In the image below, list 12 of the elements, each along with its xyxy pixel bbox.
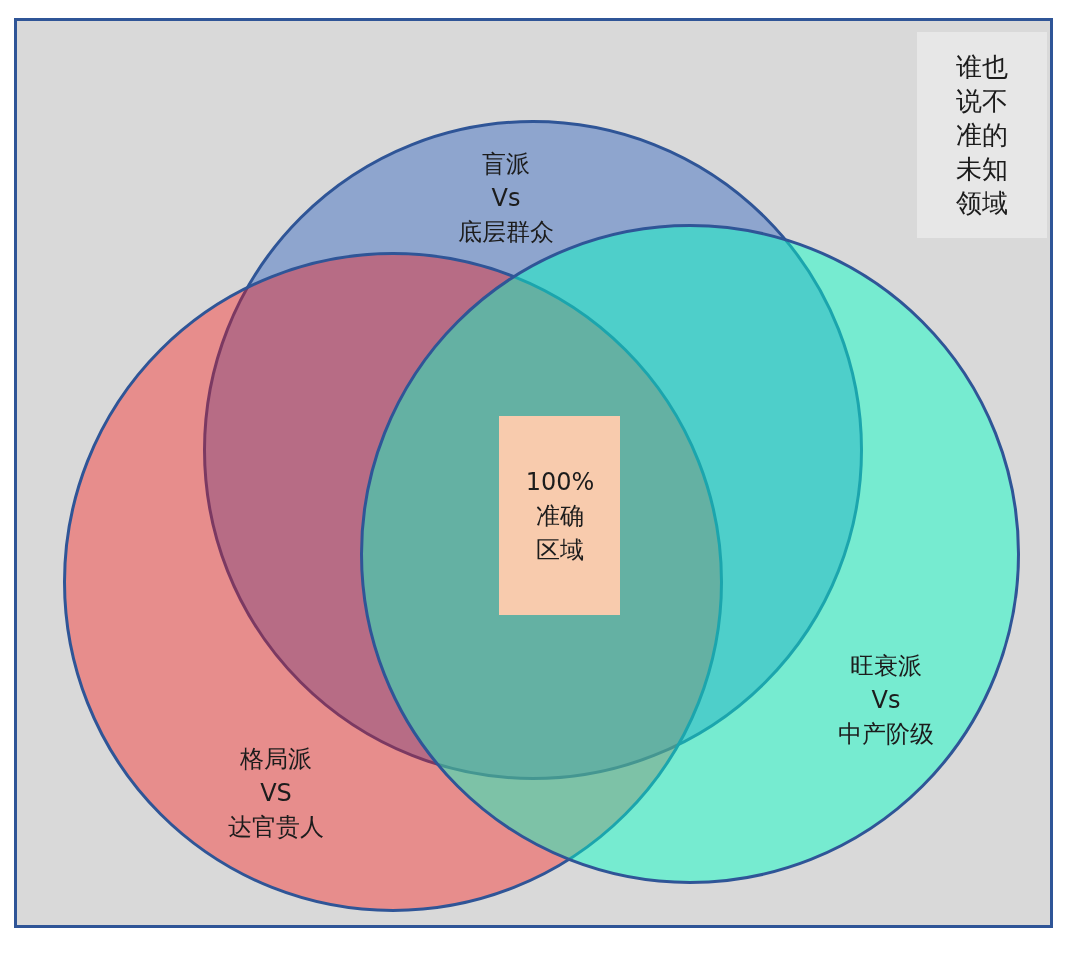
class-label: 达官贵人 [228, 812, 324, 843]
versus-label: Vs [491, 183, 521, 214]
versus-label: Vs [871, 685, 901, 716]
region-label: 100%准确区域 [524, 467, 596, 566]
highlight-box [499, 416, 620, 615]
class-label: 中产阶级 [838, 719, 934, 750]
note-text: 谁也说不准的未知领域 [955, 51, 1009, 220]
class-label: 底层群众 [458, 217, 554, 248]
school-label: 旺衰派 [850, 651, 922, 682]
versus-label: VS [260, 778, 292, 809]
school-label: 盲派 [482, 149, 530, 180]
school-label: 格局派 [240, 744, 312, 775]
